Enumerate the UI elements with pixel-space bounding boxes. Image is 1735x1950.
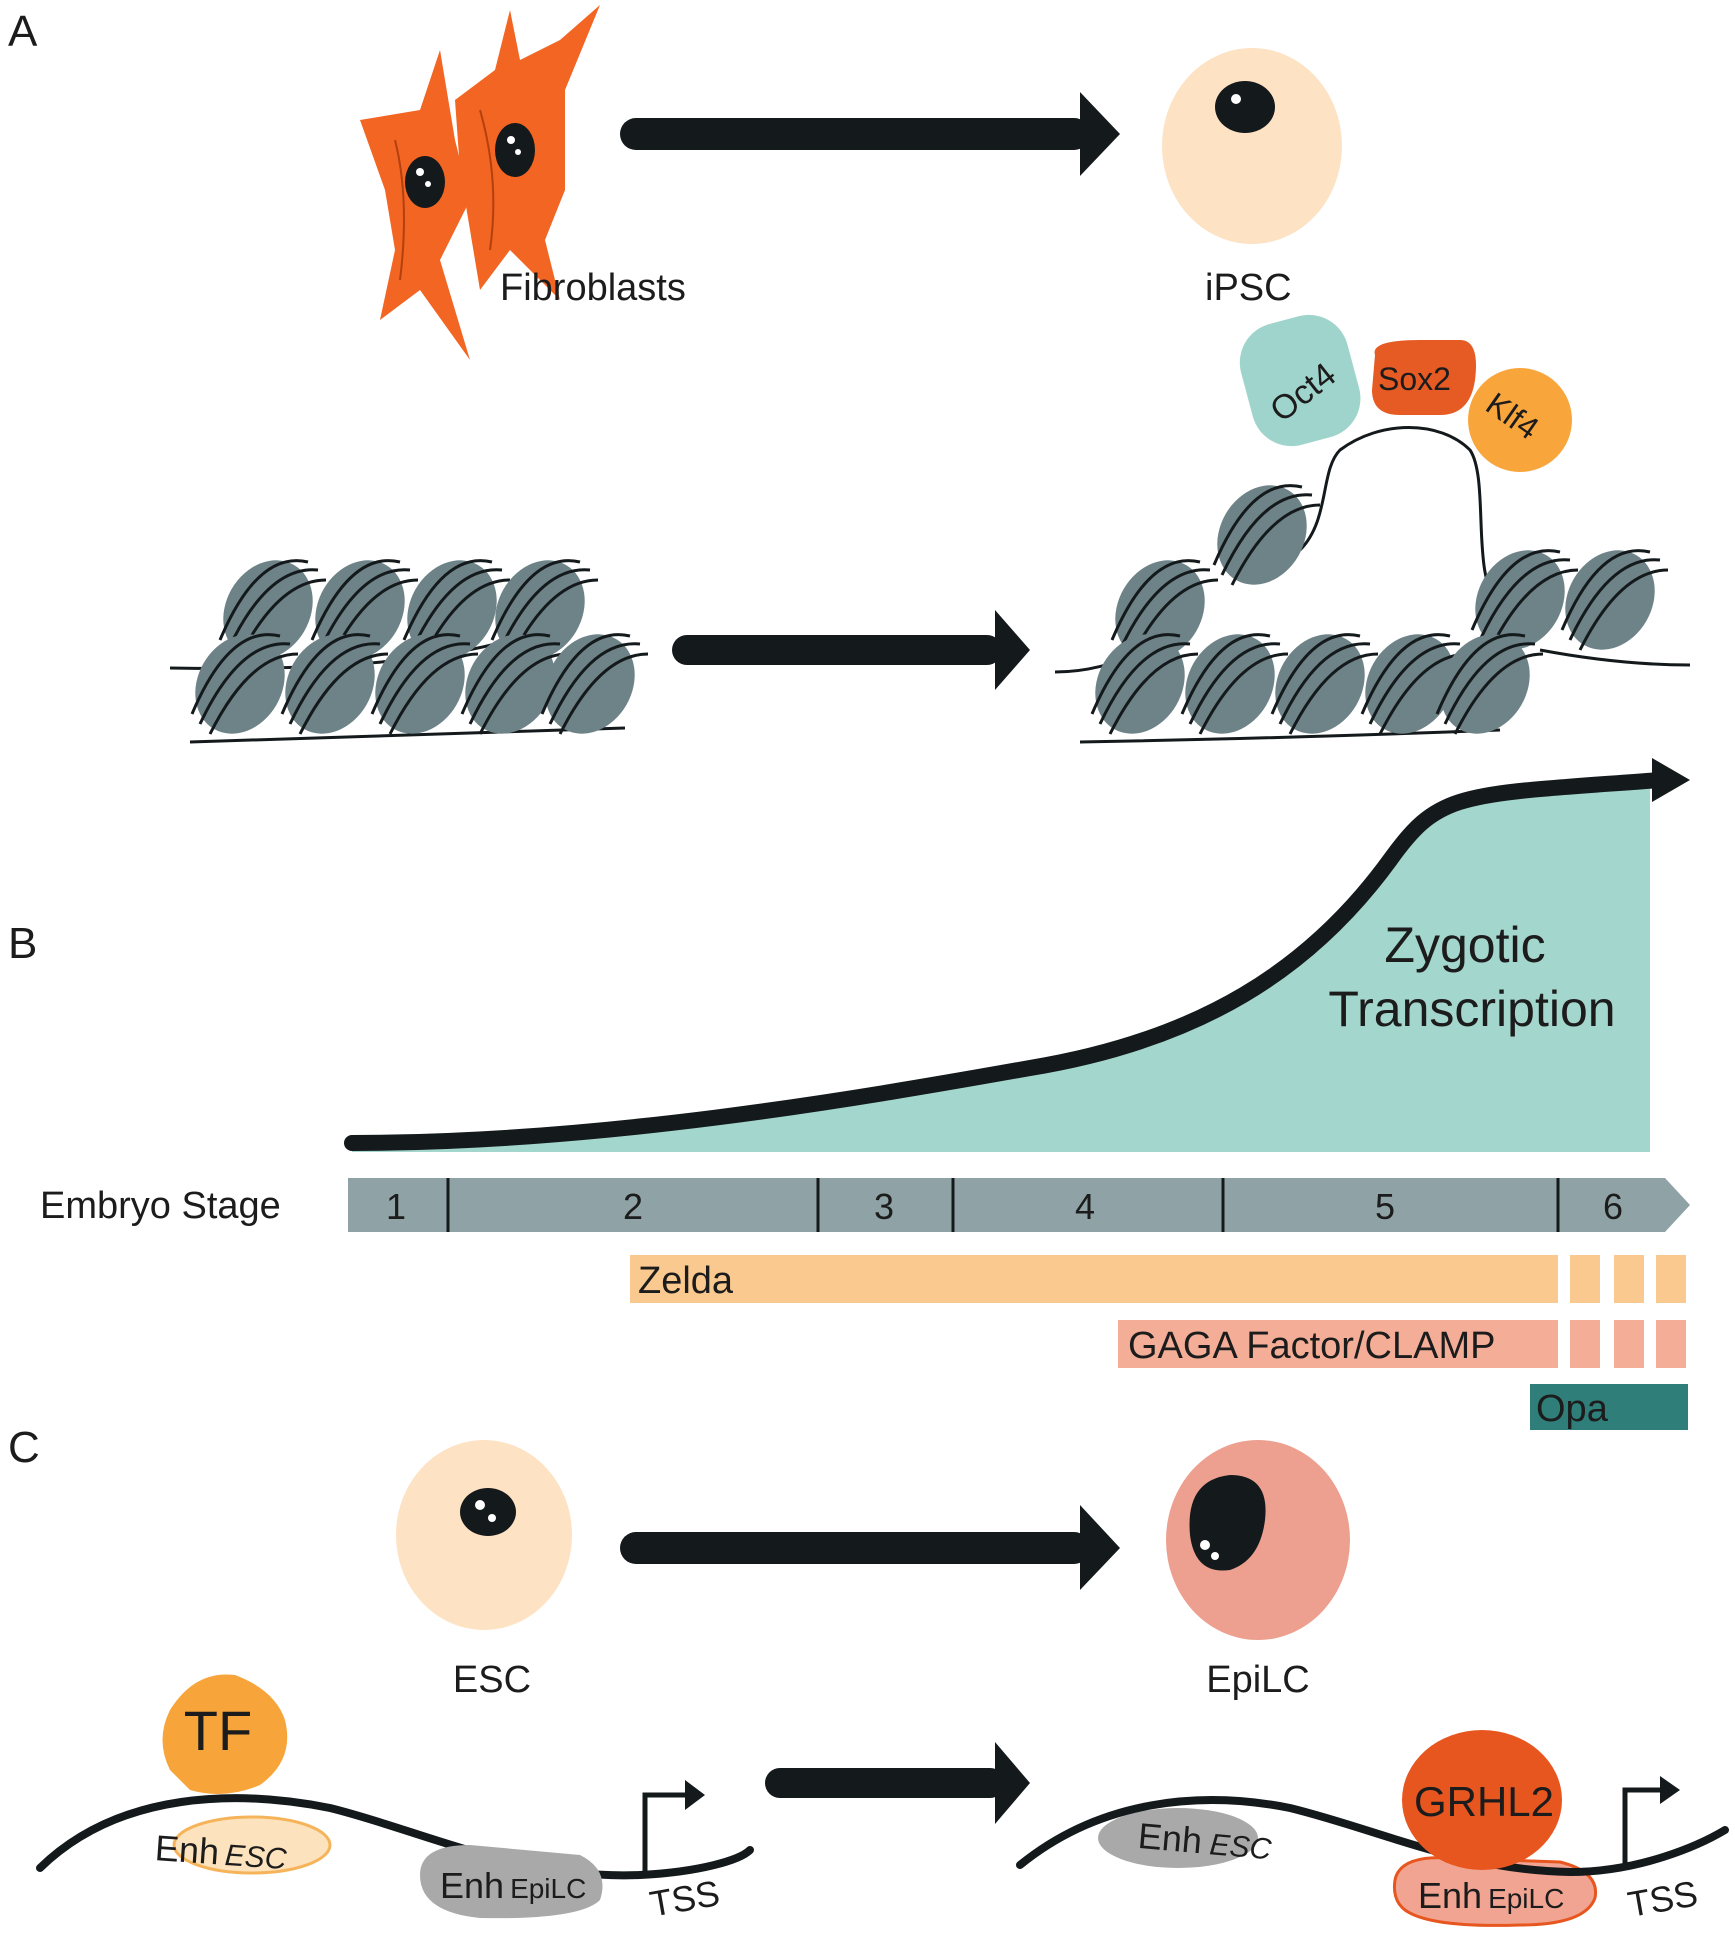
ipsc-cell bbox=[1162, 48, 1342, 244]
opa-label: Opa bbox=[1536, 1388, 1609, 1430]
enh-esc-left-sub: ESC bbox=[224, 1839, 288, 1876]
fibroblast-cells bbox=[360, 5, 600, 360]
tf-label: TF bbox=[184, 1699, 252, 1762]
sox2-factor: Sox2 bbox=[1372, 340, 1476, 415]
sox2-label: Sox2 bbox=[1378, 361, 1451, 397]
zelda-bar bbox=[630, 1255, 1686, 1303]
enh-epilc-left-sub: EpiLC bbox=[510, 1873, 586, 1904]
gaga-clamp-bar bbox=[1118, 1320, 1686, 1368]
embryo-stage-bar bbox=[348, 1178, 1690, 1232]
enh-esc-right-main: Enh bbox=[1136, 1815, 1203, 1861]
arrow-differentiation bbox=[620, 1505, 1120, 1590]
stage-5: 5 bbox=[1375, 1186, 1395, 1227]
stage-4: 4 bbox=[1075, 1186, 1095, 1227]
epilc-cell bbox=[1166, 1440, 1350, 1640]
open-chromatin bbox=[1054, 426, 1691, 752]
panel-c-label: C bbox=[8, 1423, 40, 1472]
tss-arrow-icon bbox=[1660, 1776, 1680, 1804]
enh-epilc-left bbox=[420, 1845, 603, 1919]
opa-bar bbox=[1530, 1384, 1688, 1430]
dna-epilc-state bbox=[1016, 1730, 1729, 1927]
zygotic-line2: Transcription bbox=[1328, 981, 1615, 1037]
enh-epilc-right-sub: EpiLC bbox=[1488, 1883, 1564, 1914]
stage-6: 6 bbox=[1603, 1186, 1623, 1227]
embryo-stage-label: Embryo Stage bbox=[40, 1185, 281, 1227]
tss-label-right: TSS bbox=[1625, 1872, 1701, 1925]
enh-esc-right-sub: ESC bbox=[1208, 1828, 1273, 1866]
enh-esc-left-main: Enh bbox=[154, 1827, 221, 1872]
arrow-enhancer-switch bbox=[765, 1742, 1030, 1824]
tss-arrow-icon bbox=[685, 1780, 705, 1810]
enh-esc-left bbox=[172, 1815, 332, 1875]
enh-epilc-right-main: Enh bbox=[1418, 1875, 1482, 1916]
arrow-chromatin-opening bbox=[672, 610, 1030, 690]
zygotic-transcription-curve bbox=[344, 758, 1690, 1152]
zelda-label: Zelda bbox=[638, 1260, 734, 1302]
closed-chromatin bbox=[169, 542, 654, 752]
stage-2: 2 bbox=[623, 1186, 643, 1227]
enh-epilc-left-main: Enh bbox=[440, 1865, 504, 1906]
grhl2-factor bbox=[1402, 1730, 1562, 1870]
stage-3: 3 bbox=[874, 1186, 894, 1227]
fibroblasts-label: Fibroblasts bbox=[500, 267, 686, 309]
dna-esc-state bbox=[36, 1674, 754, 1919]
tss-label-left: TSS bbox=[647, 1872, 723, 1925]
panel-b-label: B bbox=[8, 919, 37, 968]
ipsc-label: iPSC bbox=[1205, 267, 1292, 309]
esc-label: ESC bbox=[453, 1659, 531, 1701]
enh-esc-right bbox=[1098, 1808, 1258, 1868]
epilc-label: EpiLC bbox=[1206, 1659, 1310, 1701]
klf4-factor: Klf4 bbox=[1468, 368, 1572, 472]
grhl2-label: GRHL2 bbox=[1414, 1778, 1554, 1825]
zygotic-line1: Zygotic bbox=[1384, 917, 1545, 973]
stage-1: 1 bbox=[386, 1186, 406, 1227]
esc-cell bbox=[396, 1440, 572, 1630]
oct4-factor: Oct4 bbox=[1239, 314, 1361, 447]
panel-a-label: A bbox=[8, 7, 38, 56]
gaga-clamp-label: GAGA Factor/CLAMP bbox=[1128, 1325, 1495, 1367]
arrow-reprogramming bbox=[620, 92, 1120, 176]
